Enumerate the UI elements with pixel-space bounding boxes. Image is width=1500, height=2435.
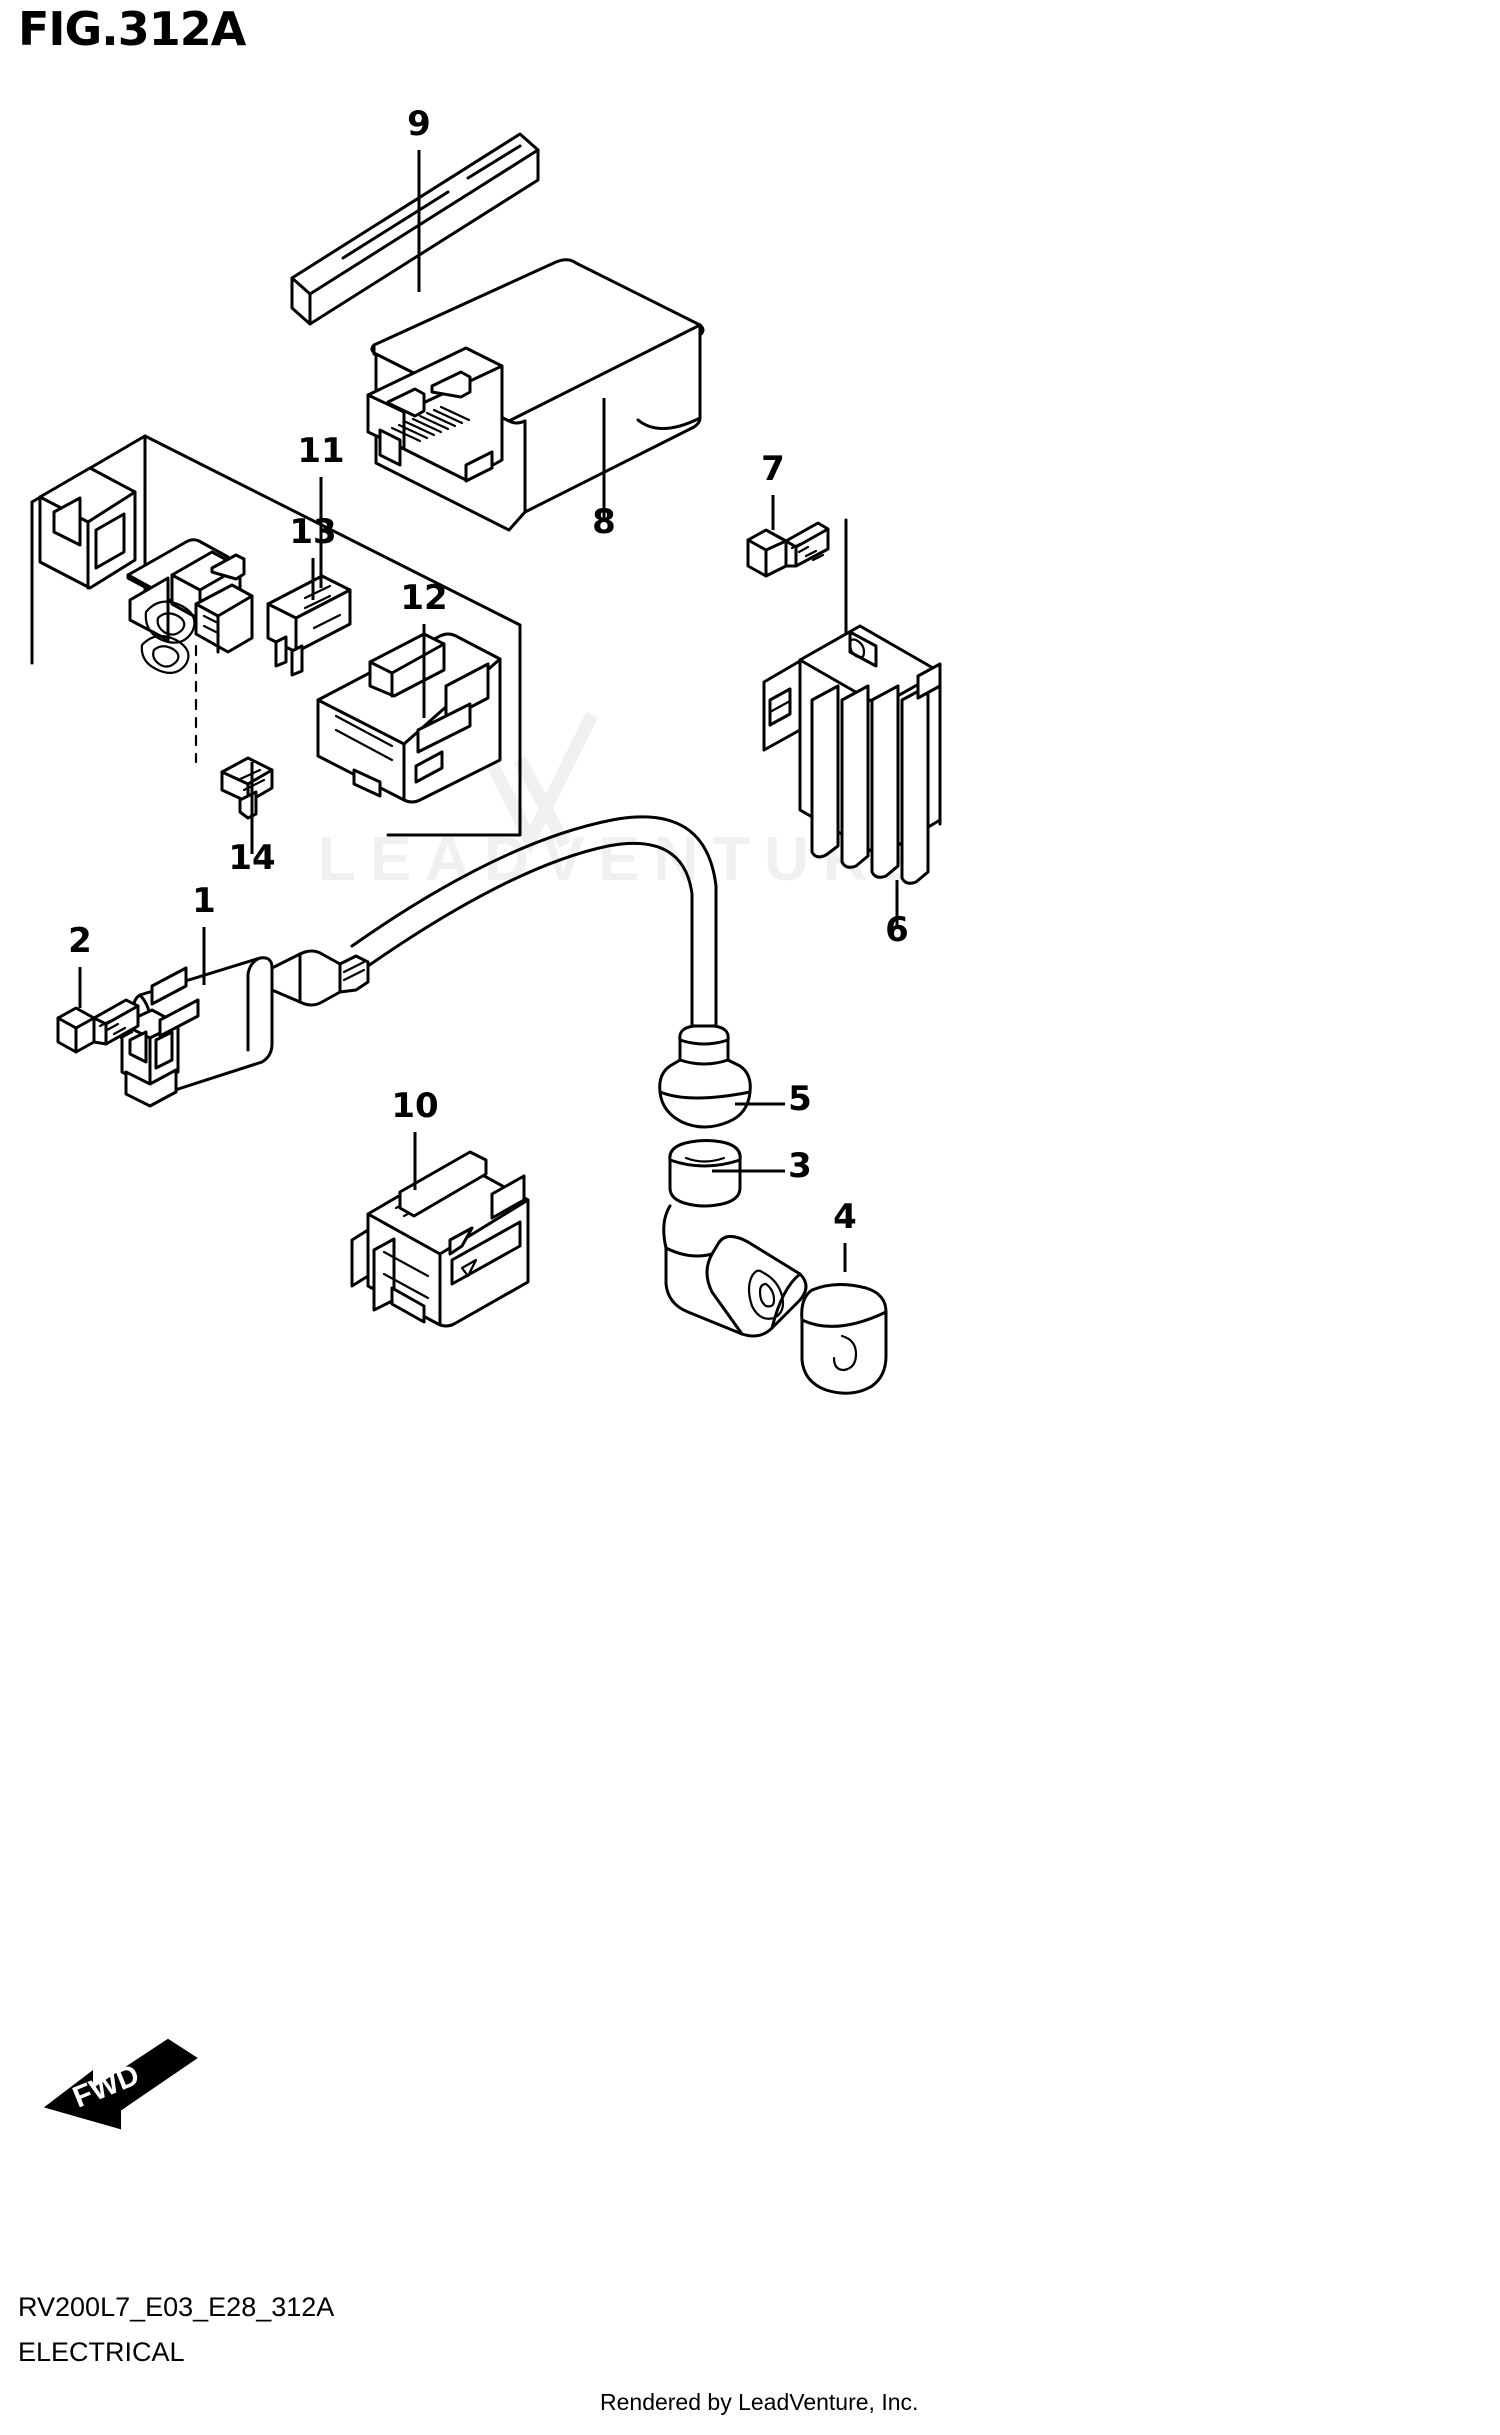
callout-6[interactable]: 6 <box>885 910 909 950</box>
spark-plug-cap <box>662 1204 808 1338</box>
part-cord-grommet <box>658 1024 752 1129</box>
callout-2[interactable]: 2 <box>68 921 92 961</box>
fwd-arrow-marker: FWD <box>43 2038 198 2130</box>
part-connector-stack <box>126 538 254 675</box>
part-ecu-cushion-plate <box>290 132 540 326</box>
callout-5[interactable]: 5 <box>788 1079 812 1119</box>
figure-title: FIG.312A <box>18 2 246 56</box>
callout-1[interactable]: 1 <box>192 881 216 921</box>
part-relay-connector-block <box>316 632 502 804</box>
part-ignition-coil <box>120 949 370 1108</box>
part-blade-fuse <box>266 574 352 677</box>
callout-4[interactable]: 4 <box>833 1197 857 1237</box>
callout-11[interactable]: 11 <box>297 431 344 471</box>
callout-10[interactable]: 10 <box>391 1086 438 1126</box>
footer-part-code: RV200L7_E03_E28_312A <box>18 2292 335 2322</box>
part-relay-block-left <box>38 466 137 590</box>
part-regulator-bolt <box>746 521 830 578</box>
part-ecu-control-unit <box>366 258 705 532</box>
callout-3[interactable]: 3 <box>788 1146 812 1186</box>
callout-8[interactable]: 8 <box>592 502 616 542</box>
callout-13[interactable]: 13 <box>289 512 336 552</box>
part-coil-mount-bolt <box>56 998 140 1054</box>
callout-9[interactable]: 9 <box>407 104 431 144</box>
callout-12[interactable]: 12 <box>400 578 447 618</box>
footer-credit: Rendered by LeadVenture, Inc. <box>600 2389 919 2415</box>
part-starter-relay-switch <box>350 1150 530 1328</box>
footer-section-name: ELECTRICAL <box>18 2337 185 2367</box>
callout-leader-lines <box>78 150 899 1272</box>
part-regulator-rectifier <box>762 624 942 885</box>
part-plug-cap-seal <box>668 1139 742 1208</box>
part-fuse-box-screw <box>220 756 274 820</box>
callout-14[interactable]: 14 <box>228 838 275 878</box>
callout-7[interactable]: 7 <box>761 449 785 489</box>
part-noise-suppressor-cap <box>800 1283 888 1395</box>
